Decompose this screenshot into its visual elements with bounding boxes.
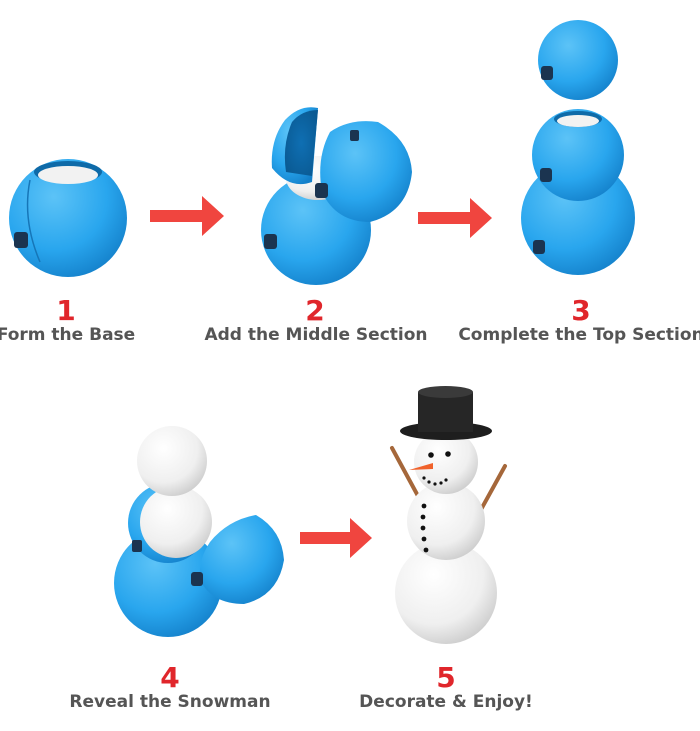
button-dot bbox=[423, 547, 429, 553]
left-stick-arm bbox=[390, 446, 420, 498]
step-3-number: 3 bbox=[571, 294, 591, 327]
snowman-head bbox=[414, 430, 478, 494]
step-1-number: 1 bbox=[56, 294, 76, 327]
open-shell-half bbox=[199, 515, 284, 604]
carrot-nose bbox=[409, 463, 433, 470]
step-1-label: Form the Base bbox=[0, 325, 136, 345]
snow-head bbox=[137, 426, 207, 496]
button-dot bbox=[420, 525, 426, 531]
hat-top bbox=[418, 386, 473, 398]
latch-icon bbox=[191, 572, 203, 586]
button-dot bbox=[420, 514, 426, 520]
seam-line bbox=[26, 179, 41, 263]
eye-dot bbox=[428, 452, 434, 458]
latch-icon bbox=[350, 130, 359, 141]
button-dot bbox=[421, 503, 427, 509]
smile bbox=[422, 476, 448, 486]
outer-ball-bottom bbox=[114, 529, 222, 637]
latch-icon bbox=[132, 540, 142, 552]
top-ball bbox=[538, 20, 618, 100]
latch-icon bbox=[315, 183, 328, 198]
step-2-number: 2 bbox=[305, 294, 325, 327]
step-5-label: Decorate & Enjoy! bbox=[359, 692, 533, 712]
hat-crown bbox=[418, 392, 473, 432]
middle-ball bbox=[532, 109, 624, 201]
latch-icon bbox=[541, 66, 553, 80]
snow-core bbox=[38, 166, 98, 184]
step-4-illustration bbox=[114, 426, 284, 637]
latch-icon bbox=[540, 168, 552, 182]
step-2-label: Add the Middle Section bbox=[204, 325, 428, 345]
open-shell-inner bbox=[284, 110, 318, 176]
arrow-3-icon bbox=[300, 518, 372, 558]
step-4-number: 4 bbox=[160, 661, 180, 694]
arrow-2-icon bbox=[418, 198, 492, 238]
button-dot bbox=[421, 536, 427, 542]
latch-icon bbox=[533, 240, 545, 254]
step-2-illustration bbox=[261, 107, 412, 285]
arrow-1-icon bbox=[150, 196, 224, 236]
right-stick-arm bbox=[476, 464, 507, 517]
step-3-illustration bbox=[521, 20, 635, 275]
snow-middle bbox=[140, 486, 212, 558]
eye-dot bbox=[445, 451, 451, 457]
snowman-bottom bbox=[395, 542, 497, 644]
step-5-number: 5 bbox=[436, 661, 456, 694]
snowman-middle bbox=[407, 482, 485, 560]
base-ball bbox=[9, 159, 127, 277]
latch-icon bbox=[264, 234, 277, 249]
step-4-label: Reveal the Snowman bbox=[69, 692, 271, 712]
open-shell-front bbox=[320, 121, 412, 222]
step-1-illustration bbox=[9, 159, 127, 277]
latch-icon bbox=[14, 232, 28, 248]
step-3-label: Complete the Top Section bbox=[458, 325, 700, 345]
snow-core bbox=[557, 115, 599, 127]
step-5-illustration bbox=[390, 386, 507, 644]
